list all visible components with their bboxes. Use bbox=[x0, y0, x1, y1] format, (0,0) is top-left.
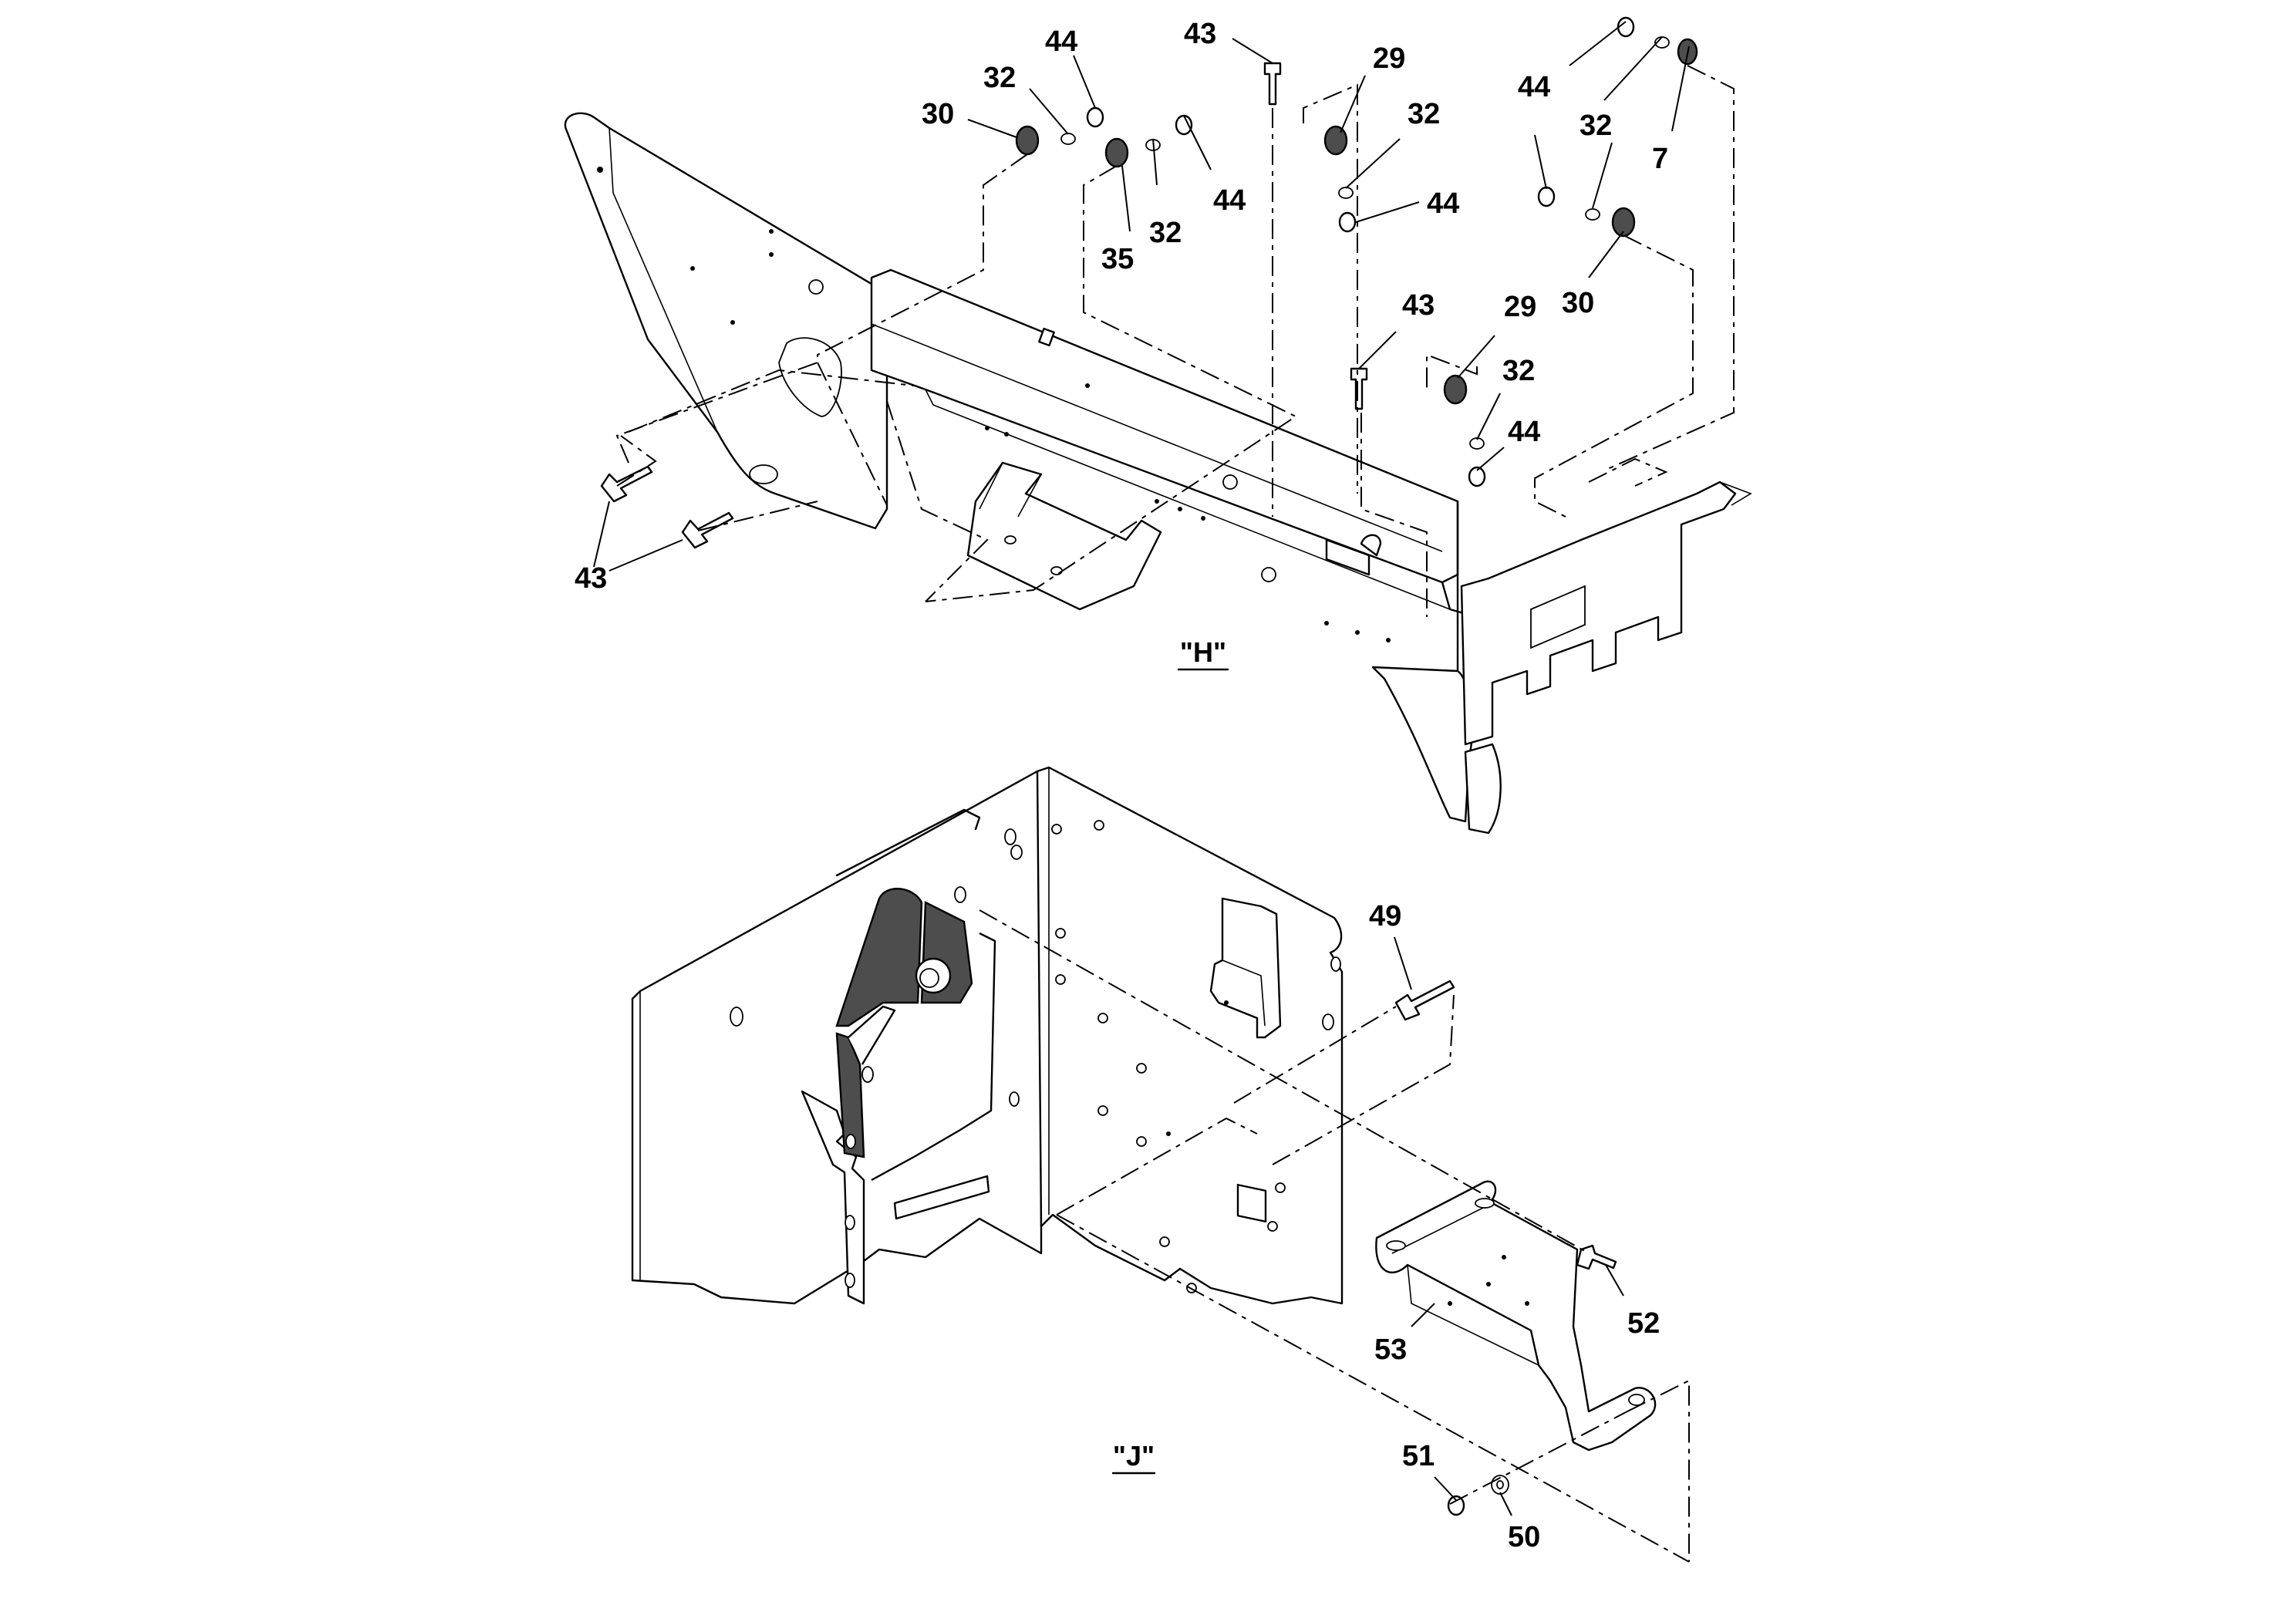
callout-h-17: 29 bbox=[1504, 291, 1536, 323]
callout-h-13: 35 bbox=[1101, 243, 1134, 275]
callout-h-9: 32 bbox=[1580, 110, 1612, 142]
callout-j-52: 52 bbox=[1627, 1307, 1660, 1340]
view-h-frame-assembly: 44 43 29 44 32 32 30 7 32 44 44 32 35 44… bbox=[564, 16, 1752, 835]
callout-h-10: 44 bbox=[1213, 184, 1246, 217]
callout-h-4: 44 bbox=[1518, 71, 1550, 103]
right-end-bracket bbox=[1460, 481, 1737, 746]
callout-h-15: 30 bbox=[1562, 287, 1594, 319]
callout-j-51: 51 bbox=[1402, 1440, 1435, 1472]
box-right-wall bbox=[1036, 766, 1344, 1305]
callout-j-53: 53 bbox=[1374, 1334, 1407, 1366]
callout-h-16: 43 bbox=[1402, 289, 1435, 322]
callout-h-20: 43 bbox=[575, 562, 607, 595]
callout-h-5: 32 bbox=[983, 62, 1016, 94]
hardware-j bbox=[1394, 980, 1617, 1516]
callout-h-3: 29 bbox=[1373, 42, 1405, 75]
view-j-label: "J" bbox=[1113, 1440, 1155, 1472]
callout-numbers-h: 44 43 29 44 32 32 30 7 32 44 44 32 35 44… bbox=[575, 18, 1668, 595]
view-j-box-assembly: 49 52 53 51 50 "J" bbox=[631, 766, 1690, 1563]
callout-numbers-j: 49 52 53 51 50 bbox=[1369, 900, 1660, 1553]
callout-j-50: 50 bbox=[1508, 1521, 1540, 1553]
callout-h-8: 7 bbox=[1652, 143, 1668, 175]
main-channel-rail bbox=[870, 268, 1459, 584]
washers-and-nuts bbox=[1060, 16, 1670, 487]
view-h-label: "H" bbox=[1180, 636, 1226, 668]
callout-h-7: 30 bbox=[922, 98, 954, 130]
callout-leaders-h bbox=[593, 21, 1690, 572]
callout-h-11: 44 bbox=[1427, 187, 1459, 220]
callout-h-12: 32 bbox=[1149, 217, 1182, 249]
pivot-arm bbox=[835, 888, 923, 1027]
exploded-assembly-lines-j bbox=[979, 909, 1690, 1563]
callout-leaders-j bbox=[1394, 936, 1624, 1516]
callout-h-2: 43 bbox=[1184, 18, 1216, 50]
callout-j-49: 49 bbox=[1369, 900, 1401, 932]
callout-h-6: 32 bbox=[1408, 98, 1440, 130]
callout-h-14: 44 bbox=[1508, 416, 1540, 448]
bolts bbox=[600, 62, 1368, 549]
callout-h-1: 44 bbox=[1045, 25, 1077, 58]
center-foot-bracket bbox=[966, 461, 1162, 611]
rail-clamp bbox=[1325, 538, 1371, 576]
left-side-plate bbox=[564, 112, 888, 530]
mounting-bracket bbox=[1375, 1180, 1657, 1452]
callout-h-18: 32 bbox=[1502, 355, 1535, 387]
exploded-assembly-lines bbox=[615, 65, 1735, 617]
hold-down-strap bbox=[893, 1175, 990, 1220]
box-holes bbox=[730, 820, 1341, 1293]
